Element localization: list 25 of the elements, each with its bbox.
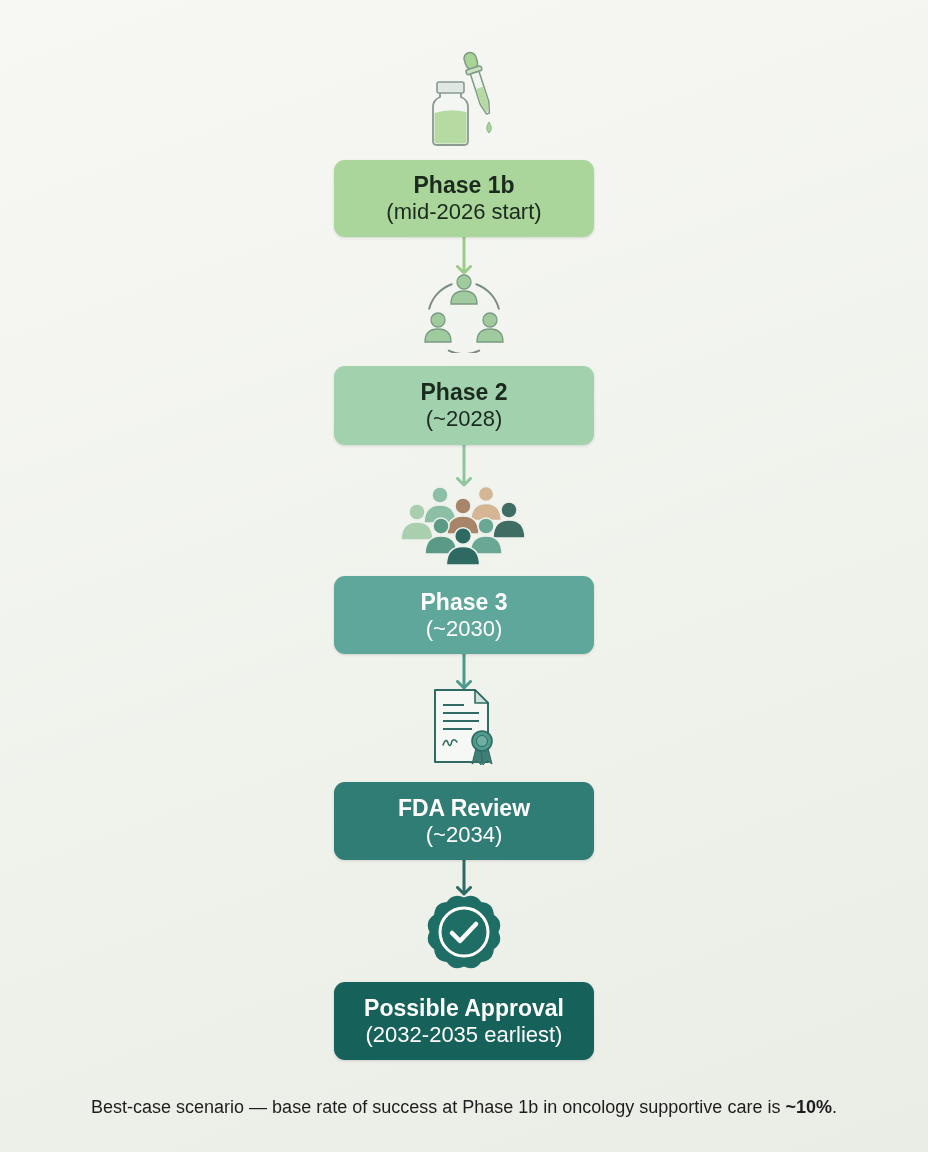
- certificate-document-icon: [433, 688, 494, 766]
- arrow: [456, 237, 472, 275]
- stage-title: Phase 1b: [413, 171, 515, 200]
- people-circle-icon: [424, 273, 504, 353]
- stage-date: (~2034): [425, 821, 503, 849]
- stage-title: Phase 2: [420, 378, 508, 407]
- arrow: [456, 445, 472, 487]
- arrow: [456, 654, 472, 690]
- stage-box: [334, 782, 594, 860]
- stage-title: FDA Review: [397, 793, 531, 822]
- stage-box: [334, 366, 594, 445]
- stage-box: [334, 576, 594, 654]
- stage-date: (~2028): [425, 406, 503, 433]
- crowd-icon: [399, 485, 527, 567]
- stage-box: [334, 160, 594, 237]
- arrow: [456, 860, 472, 896]
- check-badge-icon: [426, 894, 502, 970]
- stage-date: (~2030): [425, 615, 503, 643]
- vial-and-dropper-icon: [431, 49, 495, 147]
- stage-date: (2032-2035 earliest): [365, 1021, 563, 1049]
- stage-title: Phase 3: [420, 587, 508, 616]
- stage-box: [334, 982, 594, 1060]
- stage-title: Possible Approval: [364, 993, 564, 1022]
- stage-date: (mid-2026 start): [386, 199, 542, 226]
- caption: Best-case scenario — base rate of success at Phase 1b in oncology supportive care is ~10%.: [91, 1097, 837, 1118]
